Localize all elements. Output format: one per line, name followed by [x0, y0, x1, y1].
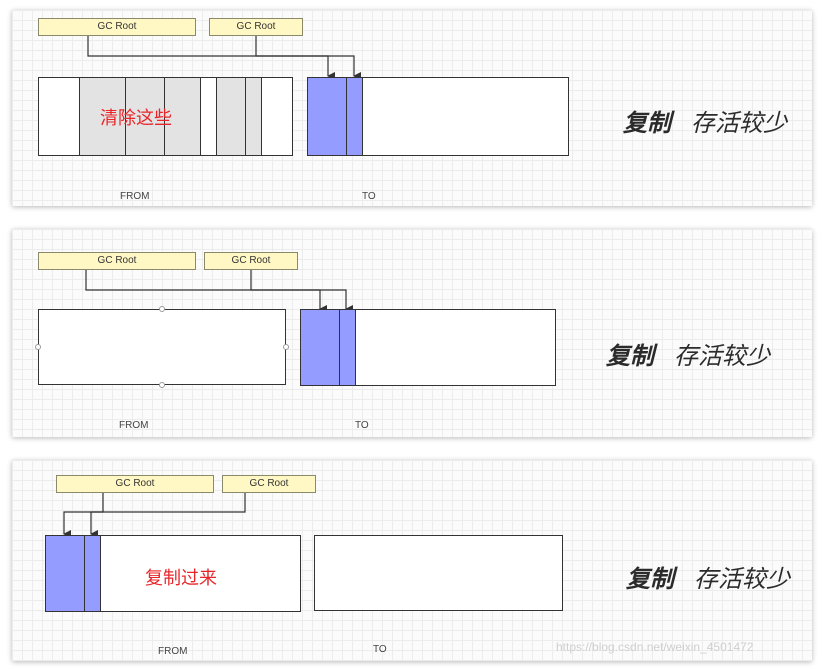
survivor-object [301, 310, 339, 385]
resize-handle-bottom[interactable] [159, 382, 165, 388]
reference-arrows [85, 270, 353, 313]
garbage-object [164, 78, 200, 155]
garbage-object [216, 78, 245, 155]
from-label: FROM [158, 646, 188, 657]
copy-text: 复制 [606, 343, 654, 370]
copy-few-survivors-caption: 复制存活较少 [623, 103, 787, 138]
reference-arrows [87, 36, 361, 80]
survivor-object [308, 78, 346, 155]
from-space-cleared[interactable] [38, 309, 286, 385]
watermark: https://blog.csdn.net/weixin_4501472 [556, 640, 754, 654]
copy-few-survivors-caption: 复制存活较少 [626, 559, 790, 594]
empty-slot [261, 78, 292, 155]
few-survivors-text: 存活较少 [674, 343, 770, 370]
gc-root-box: GC Root [38, 18, 196, 36]
gc-root-box: GC Root [204, 252, 298, 270]
from-space [45, 535, 301, 612]
copy-text: 复制 [623, 110, 671, 137]
diagram-panel-1: GC Root GC Root 清除这些 FROM TO 复制存活较少 [12, 10, 812, 206]
from-label: FROM [119, 420, 149, 431]
to-label: TO [373, 644, 387, 655]
diagram-panel-2: GC Root GC Root FROM TO 复制存活较少 [12, 229, 812, 437]
to-space [307, 77, 569, 156]
garbage-object [79, 78, 125, 155]
to-label: TO [362, 191, 376, 202]
survivor-object [84, 536, 100, 611]
resize-handle-right[interactable] [283, 344, 289, 350]
clear-these-note: 清除这些 [100, 108, 172, 128]
gc-root-box: GC Root [209, 18, 303, 36]
garbage-object [245, 78, 261, 155]
gc-root-box: GC Root [222, 475, 316, 493]
to-space [300, 309, 556, 386]
survivor-object [346, 78, 362, 155]
from-label: FROM [120, 191, 150, 202]
survivor-object [46, 536, 84, 611]
resize-handle-top[interactable] [159, 306, 165, 312]
few-survivors-text: 存活较少 [694, 566, 790, 593]
few-survivors-text: 存活较少 [691, 110, 787, 137]
survivor-object [339, 310, 355, 385]
empty-slot [200, 78, 216, 155]
from-space [38, 77, 293, 156]
copied-over-note: 复制过来 [145, 568, 217, 588]
resize-handle-left[interactable] [35, 344, 41, 350]
gc-root-box: GC Root [38, 252, 196, 270]
copy-text: 复制 [626, 566, 674, 593]
gc-root-box: GC Root [56, 475, 214, 493]
to-space-empty [314, 535, 563, 611]
reference-arrows [63, 493, 246, 538]
garbage-object [125, 78, 164, 155]
to-label: TO [355, 420, 369, 431]
copy-few-survivors-caption: 复制存活较少 [606, 336, 770, 371]
diagram-panel-3: GC Root GC Root 复制过来 FROM TO 复制存活较少 http… [12, 460, 812, 661]
